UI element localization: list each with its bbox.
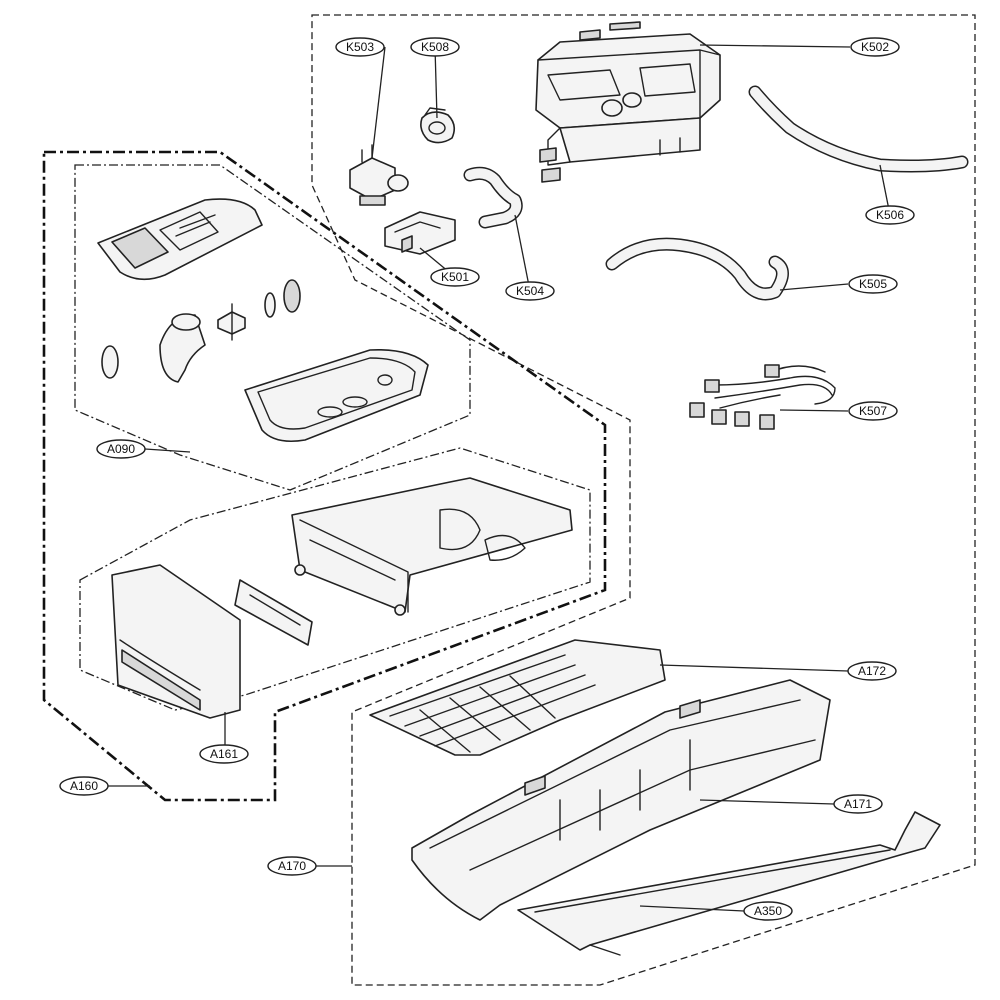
- group-boundary-a161: [79, 447, 591, 711]
- harness-k507: [689, 364, 836, 430]
- valve-k503: [349, 144, 409, 206]
- callout-k503: K503: [335, 37, 385, 57]
- callout-label: A090: [107, 442, 135, 456]
- callout-label: A160: [70, 779, 98, 793]
- callout-label: A171: [844, 797, 872, 811]
- callout-label: A350: [754, 904, 782, 918]
- callout-label: K504: [516, 284, 544, 298]
- callout-label: K506: [876, 208, 904, 222]
- hose-k505: [605, 237, 789, 301]
- detergent-tray: [244, 348, 429, 443]
- siphon-tube: [159, 313, 206, 383]
- callout-k506: K506: [865, 205, 915, 225]
- rail-a350: [517, 811, 941, 956]
- callout-a090: A090: [96, 439, 146, 459]
- callout-a172: A172: [847, 661, 897, 681]
- dispenser-housing: [291, 477, 573, 616]
- callout-label: K507: [859, 404, 887, 418]
- ring-part: [101, 345, 119, 379]
- group-boundary-a160: [42, 150, 607, 802]
- callout-label: A161: [210, 747, 238, 761]
- callout-k502: K502: [850, 37, 900, 57]
- callout-label: A172: [858, 664, 886, 678]
- callout-a171: A171: [833, 794, 883, 814]
- group-boundary-a090: [74, 164, 471, 491]
- drawer-handle-panel: [111, 564, 241, 719]
- spring-coil: [264, 279, 301, 318]
- hose-k506: [748, 85, 969, 173]
- group-boundary-k-kit: [311, 14, 976, 986]
- callout-label: K502: [861, 40, 889, 54]
- heater-assembly-k502: [535, 21, 721, 183]
- callout-a161: A161: [199, 744, 249, 764]
- base-frame-a170: [411, 679, 831, 921]
- callout-label: K505: [859, 277, 887, 291]
- grille-a172: [369, 639, 666, 756]
- hose-k504: [463, 166, 523, 229]
- callout-k504: K504: [505, 281, 555, 301]
- callout-k508: K508: [410, 37, 460, 57]
- small-connector: [217, 303, 246, 341]
- callout-label: K501: [441, 270, 469, 284]
- callout-k501: K501: [430, 267, 480, 287]
- bracket-k501: [384, 211, 456, 255]
- callout-a160: A160: [59, 776, 109, 796]
- callout-k505: K505: [848, 274, 898, 294]
- detergent-cover: [97, 198, 263, 281]
- callout-label: K503: [346, 40, 374, 54]
- callout-k507: K507: [848, 401, 898, 421]
- callout-label: A170: [278, 859, 306, 873]
- callout-label: K508: [421, 40, 449, 54]
- callout-a170: A170: [267, 856, 317, 876]
- clamp-k508: [420, 107, 456, 144]
- callout-a350: A350: [743, 901, 793, 921]
- drawer-insert: [234, 579, 313, 646]
